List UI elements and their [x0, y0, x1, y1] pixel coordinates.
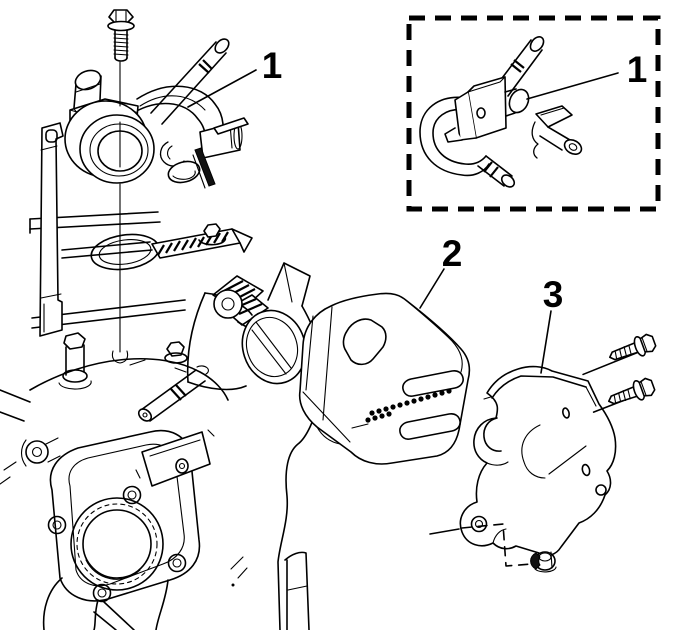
callout-2: 2 — [419, 233, 463, 309]
bracket-bolt-lower — [592, 377, 656, 413]
callout-3: 3 — [540, 274, 564, 374]
cover-dot-strip — [365, 388, 452, 423]
callout-1-inset-label: 1 — [627, 49, 648, 90]
callout-2-label: 2 — [442, 233, 463, 274]
callout-1: 1 — [187, 45, 283, 108]
callout-1-inset: 1 — [526, 49, 648, 100]
callout-3-label: 3 — [543, 274, 564, 315]
bracket-part3 — [459, 365, 617, 557]
flange-bolt-holes — [47, 485, 187, 603]
alignment-line — [111, 61, 129, 364]
hose-assembly-part1 — [64, 38, 249, 189]
nut-part3 — [530, 551, 557, 573]
callout-1-label: 1 — [262, 45, 283, 86]
dashed-border — [406, 15, 661, 212]
nut-position-leader — [429, 523, 533, 567]
hose-assembly-inset — [419, 36, 583, 188]
engine-block-art — [0, 122, 324, 630]
bracket-bolt-upper — [582, 333, 657, 376]
engine-cover-part2 — [298, 292, 471, 465]
hose-assembly-bolt — [107, 9, 135, 62]
inset-detail-box — [406, 15, 661, 212]
